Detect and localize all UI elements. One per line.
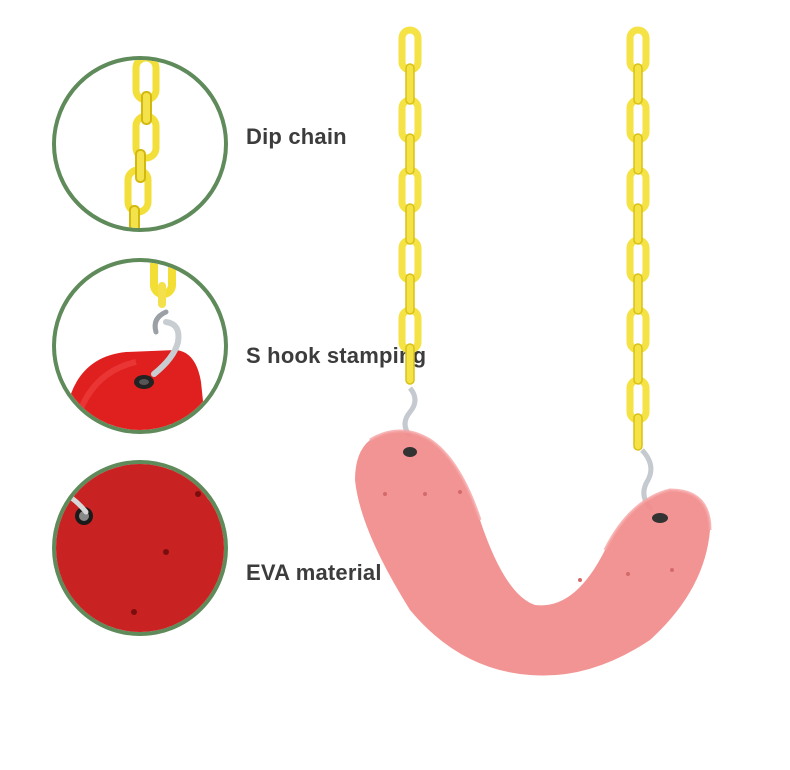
swing-seat — [355, 429, 712, 676]
chain-link-icon — [124, 60, 160, 228]
left-chain — [398, 26, 422, 438]
swing-product-image — [355, 26, 712, 676]
feature-label-eva-material: EVA material — [246, 560, 382, 585]
s-hook-icon — [66, 262, 206, 430]
right-chain — [626, 26, 654, 512]
hook-detail-circle — [52, 258, 228, 434]
feature-label-s-hook: S hook stamping — [246, 343, 427, 368]
eva-texture-icon — [56, 464, 224, 632]
chain-detail-circle — [52, 56, 228, 232]
feature-label-dip-chain: Dip chain — [246, 124, 347, 149]
material-detail-circle — [52, 460, 228, 636]
